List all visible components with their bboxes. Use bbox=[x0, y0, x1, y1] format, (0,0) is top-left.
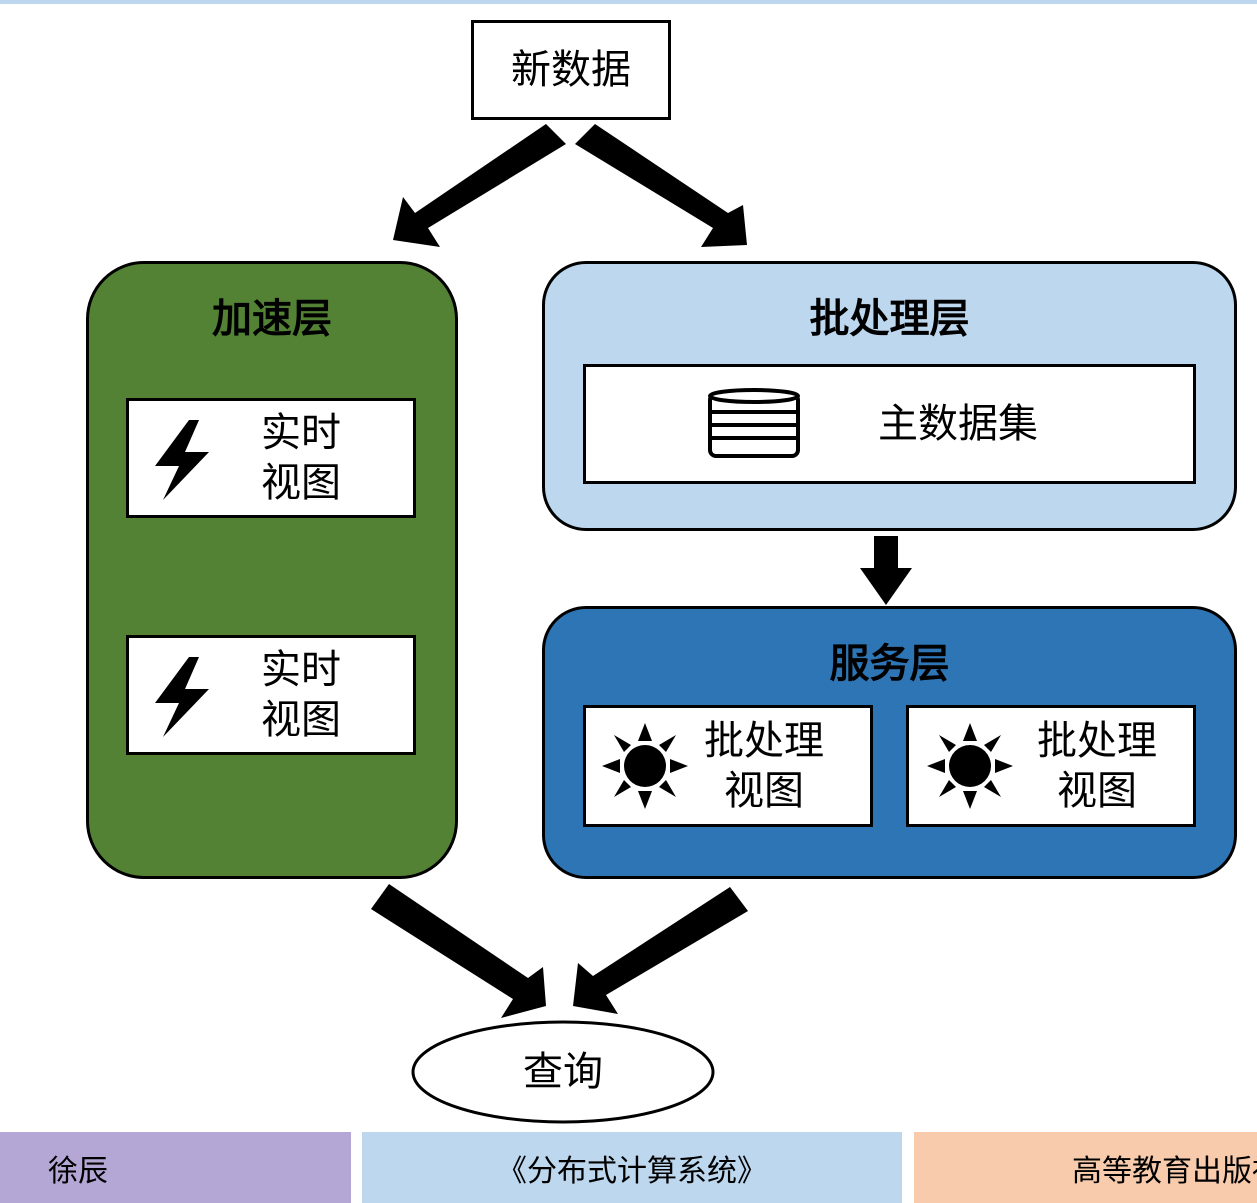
database-icon bbox=[708, 388, 800, 458]
realtime-view-2-line2: 视图 bbox=[261, 697, 341, 743]
arrow-speed-to-query bbox=[371, 884, 546, 1018]
lightning-icon bbox=[155, 420, 209, 500]
footer-book-text: 《分布式计算系统》 bbox=[497, 1153, 767, 1189]
batch-layer-title: 批处理层 bbox=[809, 295, 970, 342]
arrow-serving-to-query bbox=[573, 887, 748, 1014]
batch-view-2-line1: 批处理 bbox=[1037, 718, 1157, 764]
footer-author: 徐辰 bbox=[0, 1132, 351, 1203]
footer-book: 《分布式计算系统》 bbox=[362, 1132, 902, 1203]
realtime-view-2: 实时 视图 bbox=[126, 635, 416, 755]
arrow-newdata-to-batch bbox=[575, 124, 747, 247]
top-accent-line bbox=[0, 0, 1257, 4]
query-label: 查询 bbox=[523, 1049, 603, 1095]
batch-view-2: 批处理 视图 bbox=[906, 705, 1196, 827]
sun-icon bbox=[602, 723, 688, 809]
batch-view-1-line2: 视图 bbox=[724, 768, 804, 814]
footer-author-text: 徐辰 bbox=[48, 1153, 108, 1189]
batch-view-1-line1: 批处理 bbox=[704, 718, 824, 764]
serving-layer-title: 服务层 bbox=[829, 640, 950, 687]
speed-layer-title: 加速层 bbox=[212, 295, 332, 342]
speed-layer-panel: 加速层 bbox=[86, 261, 458, 879]
footer-publisher-text: 高等教育出版社 bbox=[1072, 1153, 1257, 1189]
master-dataset-label: 主数据集 bbox=[878, 401, 1038, 447]
arrow-newdata-to-speed bbox=[393, 124, 566, 247]
footer-publisher: 高等教育出版社 bbox=[914, 1132, 1257, 1203]
lightning-icon bbox=[155, 657, 209, 737]
realtime-view-1: 实时 视图 bbox=[126, 398, 416, 518]
arrow-batch-to-serving bbox=[860, 536, 912, 605]
master-dataset-box: 主数据集 bbox=[583, 364, 1196, 484]
realtime-view-1-line1: 实时 bbox=[261, 410, 341, 456]
sun-icon bbox=[927, 723, 1013, 809]
new-data-box: 新数据 bbox=[471, 20, 671, 120]
query-ellipse bbox=[411, 1020, 715, 1124]
realtime-view-2-line1: 实时 bbox=[261, 647, 341, 693]
batch-view-1: 批处理 视图 bbox=[583, 705, 873, 827]
batch-view-2-line2: 视图 bbox=[1057, 768, 1137, 814]
realtime-view-1-line2: 视图 bbox=[261, 460, 341, 506]
new-data-label: 新数据 bbox=[511, 47, 631, 93]
